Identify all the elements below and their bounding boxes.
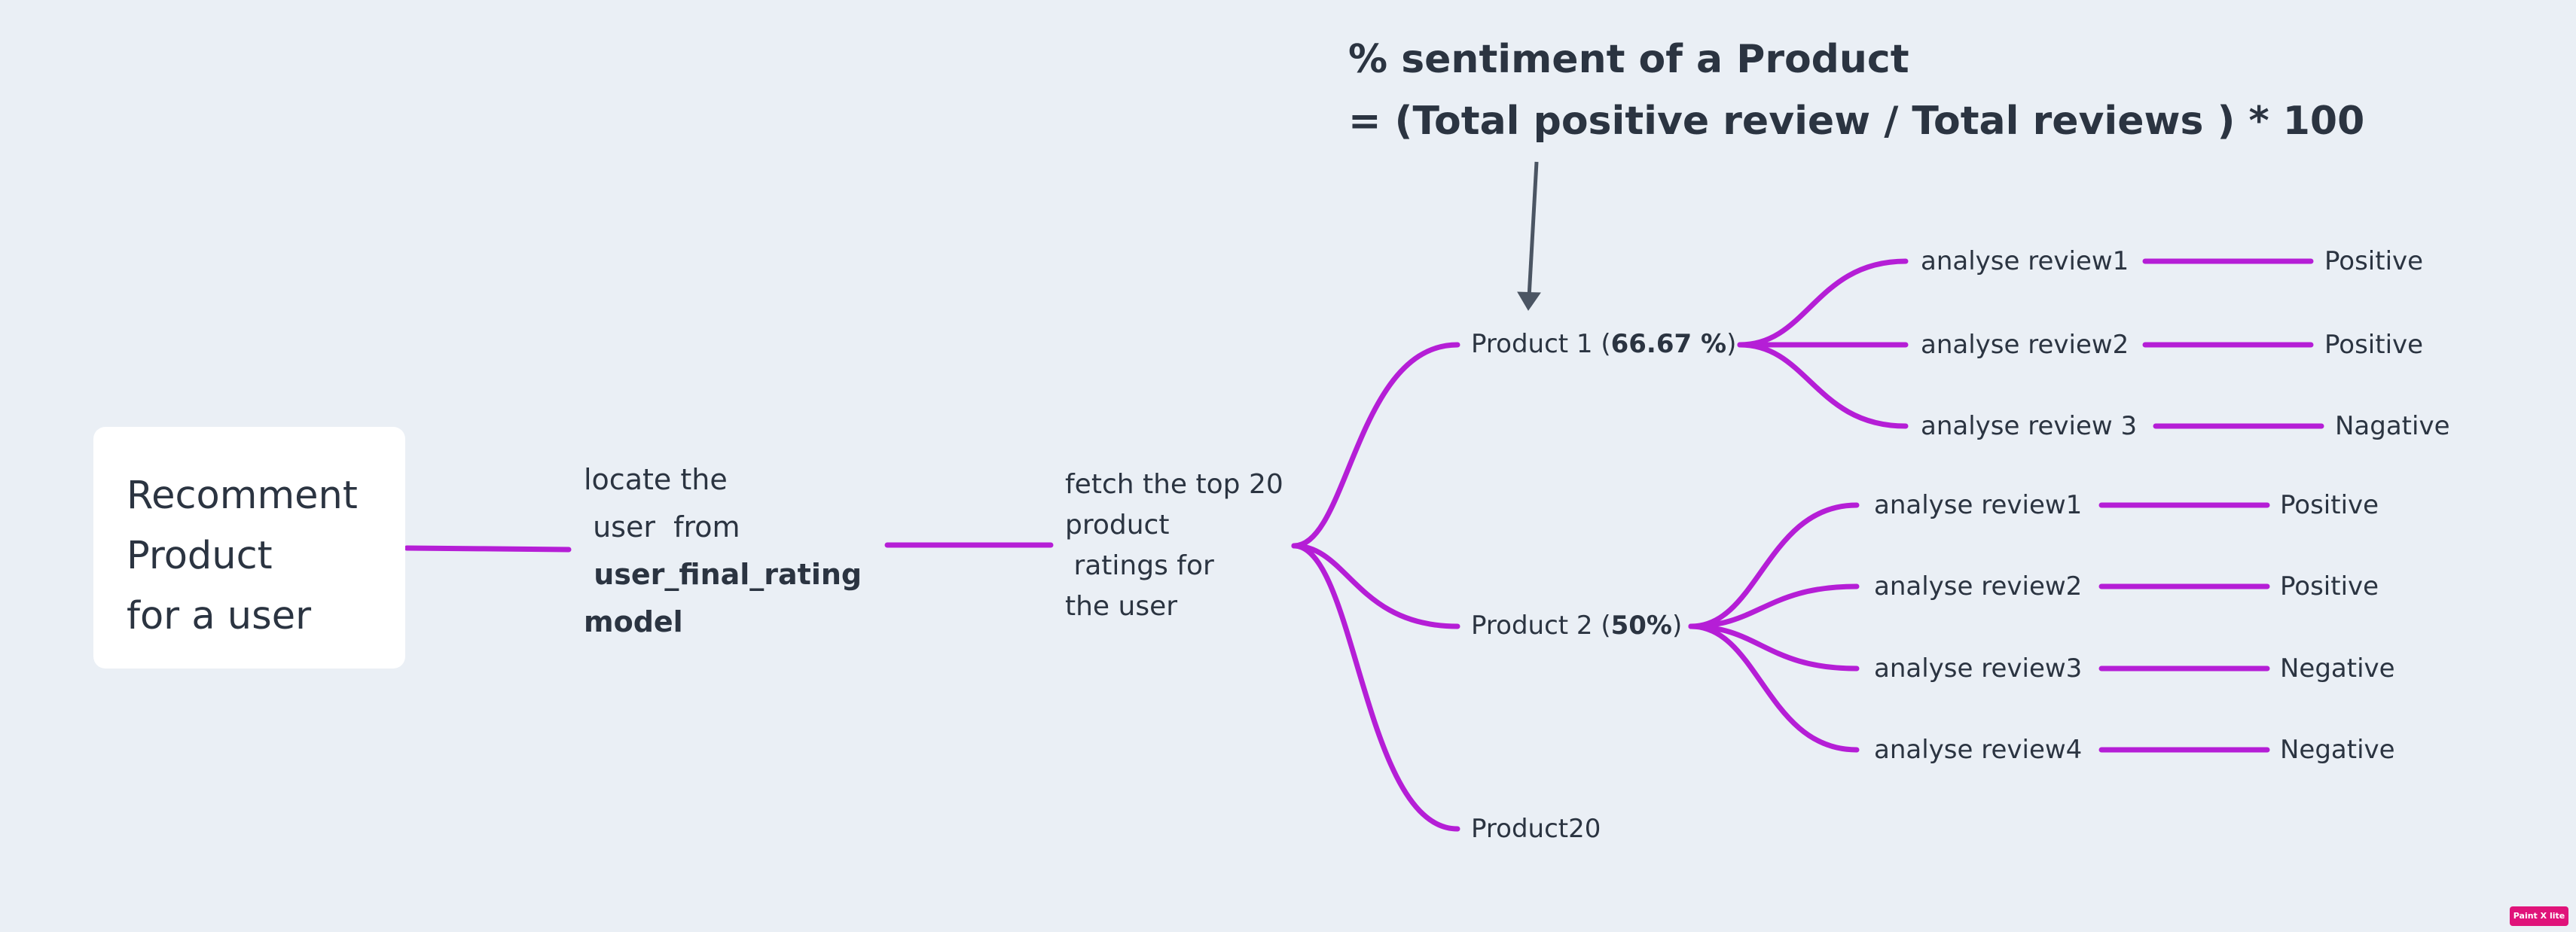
sentiment-formula: % sentiment of a Product = (Total positi… [1348,29,2364,152]
formula-arrow [1517,161,1541,311]
formula-line-2: = (Total positive review / Total reviews… [1348,99,2365,144]
p2-review-4-result: Negative [2280,735,2395,765]
root-node[interactable]: Recomment Product for a user [93,427,405,669]
fetch-line-1: fetch the top 20 [1065,469,1283,500]
locate-line-3: user_final_rating [584,558,862,591]
p2-review-3-result: Negative [2280,653,2395,684]
root-line-2: Product [127,534,273,578]
fetch-line-3: ratings for [1065,550,1214,581]
product-2-percent: 50% [1610,611,1672,641]
app-watermark: Paint X lite [2510,906,2568,926]
p1-review-1-result: Positive [2324,246,2424,276]
product-1-percent: 66.67 % [1610,329,1727,359]
product-1-name: Product 1 ( [1471,329,1611,359]
formula-line-1: % sentiment of a Product [1348,37,1909,82]
product-2-node[interactable]: Product 2 (50%) [1471,613,1682,638]
p1-review-2-result: Positive [2324,330,2424,360]
fetch-line-2: product [1065,510,1170,541]
link-fetch-product20 [1291,543,1460,832]
product-20-name: Product20 [1471,814,1601,844]
fetch-ratings-node[interactable]: fetch the top 20 product ratings for the… [1065,464,1283,627]
link-product1-review1 [1737,258,1909,348]
p2-review-4[interactable]: analyse review4 [1874,735,2083,765]
product-2-close: ) [1672,611,1683,641]
p2-review-2-result: Positive [2280,571,2379,602]
link-product2-review4 [1688,623,1860,753]
locate-user-node[interactable]: locate the user from user_final_rating m… [584,456,862,646]
p2-review-3[interactable]: analyse review3 [1874,653,2083,684]
p2-review-1[interactable]: analyse review1 [1874,490,2083,520]
p1-review-2[interactable]: analyse review2 [1921,330,2129,360]
link-root-locate [404,545,572,553]
p1-review-3[interactable]: analyse review 3 [1921,411,2138,441]
product-1-close: ) [1726,329,1737,359]
product-20-node[interactable]: Product20 [1471,816,1601,842]
link-product2-review1 [1688,502,1860,629]
fetch-line-4: the user [1065,591,1178,622]
link-fetch-product1 [1291,342,1460,549]
product-2-name: Product 2 ( [1471,611,1611,641]
link-product1-review3 [1737,342,1909,429]
p2-review-2[interactable]: analyse review2 [1874,571,2083,602]
link-fetch-product2 [1291,543,1460,629]
p1-review-1[interactable]: analyse review1 [1921,246,2129,276]
root-line-1: Recomment [127,474,358,518]
link-product2-review2 [1688,583,1860,629]
locate-line-2: user from [584,510,740,544]
p2-review-1-result: Positive [2280,490,2379,520]
p1-review-3-result: Nagative [2335,411,2450,441]
link-product2-review3 [1688,623,1860,672]
locate-line-4: model [584,605,683,638]
root-line-3: for a user [127,594,312,638]
product-1-node[interactable]: Product 1 (66.67 %) [1471,331,1736,357]
locate-line-1: locate the [584,463,728,496]
